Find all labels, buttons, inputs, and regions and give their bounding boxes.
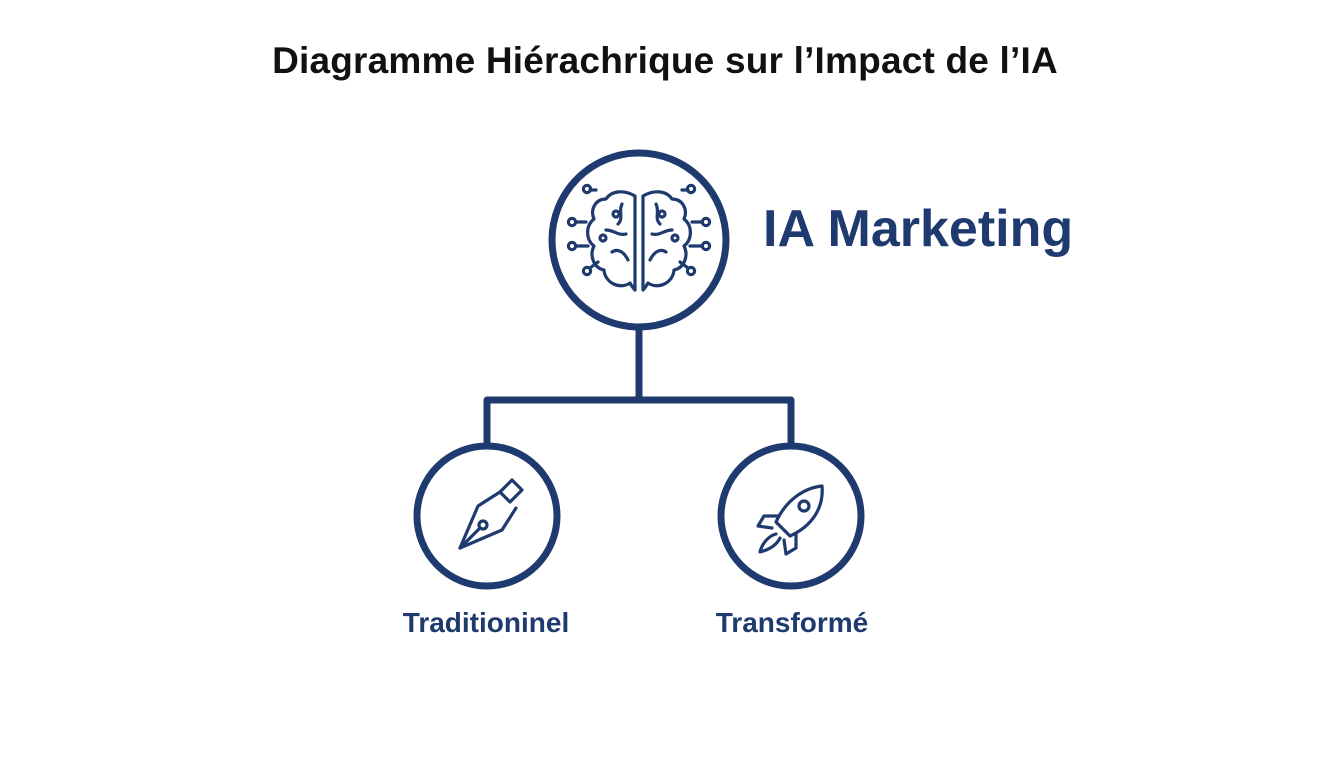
brain-circuit-icon xyxy=(566,183,712,292)
left-node-circle xyxy=(413,442,561,590)
fountain-pen-icon xyxy=(458,478,524,550)
root-node-label: IA Marketing xyxy=(763,200,1074,258)
child-node-label-transformed: Transformé xyxy=(715,607,869,638)
diagram-title: Diagramme Hiérachrique sur l’Impact de l… xyxy=(272,40,1058,81)
connector-horizontal-bar xyxy=(483,396,795,448)
right-node-circle xyxy=(717,442,865,590)
rocket-icon xyxy=(756,484,824,556)
root-node-circle xyxy=(548,149,730,331)
child-node-label-traditional: Traditioninel xyxy=(402,607,570,638)
